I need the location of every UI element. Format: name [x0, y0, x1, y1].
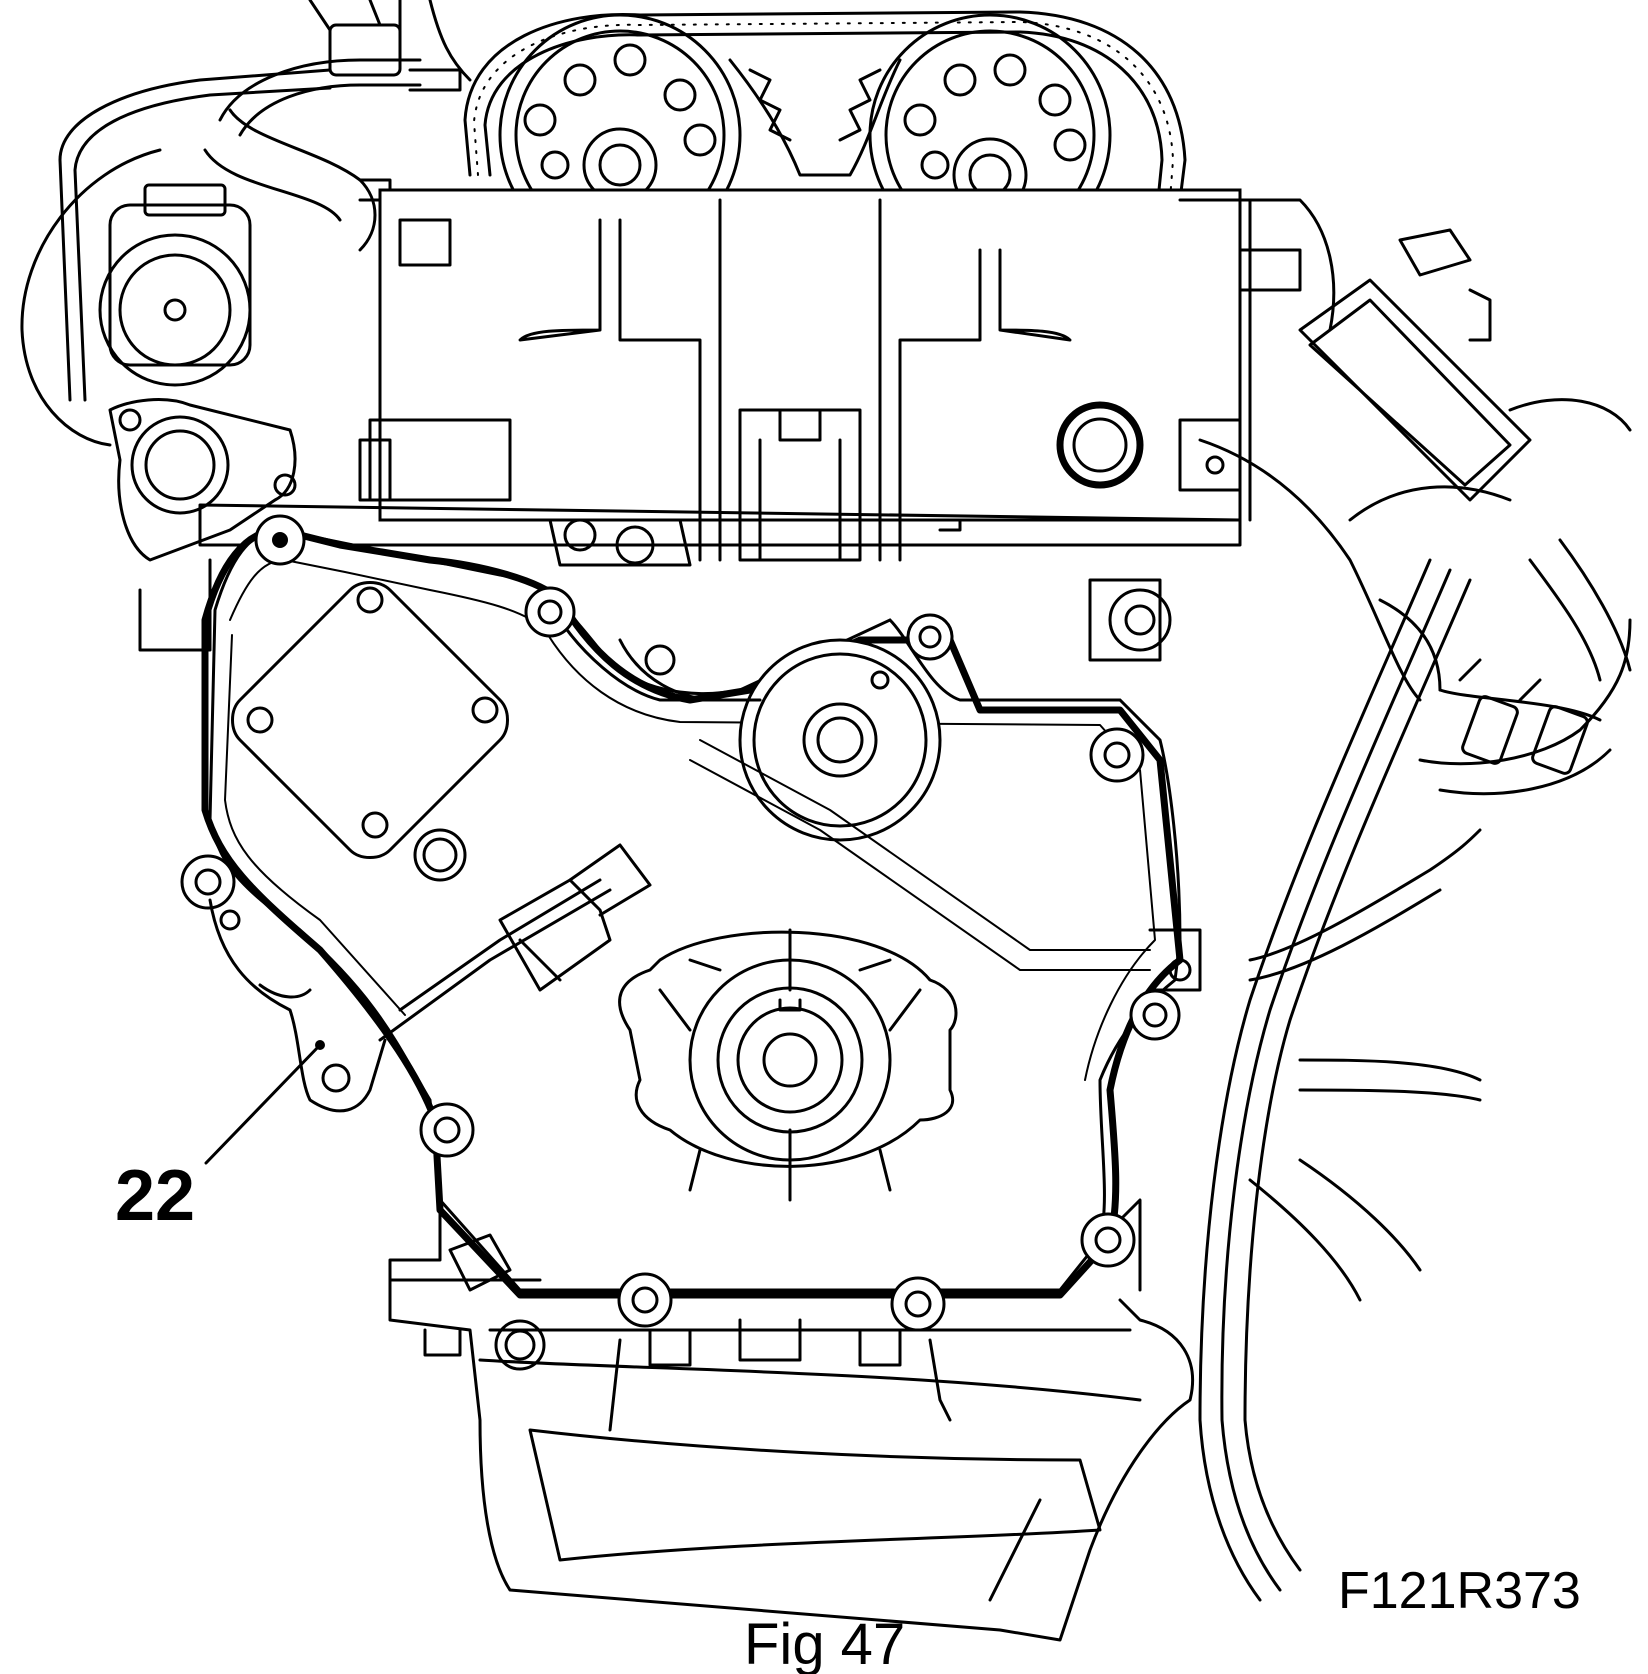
left-pulley-assembly	[20, 68, 332, 652]
figure-caption: Fig 47	[744, 1612, 905, 1674]
pipe-bundle	[1198, 558, 1472, 1602]
timing-chain-assembly	[463, 10, 1187, 257]
cylinder-head	[358, 188, 1302, 562]
right-side-components	[1198, 198, 1632, 1302]
cover-bolts	[180, 514, 1192, 1332]
oil-pan	[388, 1278, 1195, 1642]
head-flange	[198, 503, 1242, 662]
callout-label: 22	[115, 1156, 195, 1236]
top-hoses	[203, 0, 472, 252]
callout-leader-line	[204, 1043, 322, 1165]
timing-cover	[201, 526, 1202, 1299]
drawing-code: F121R373	[1338, 1562, 1581, 1620]
